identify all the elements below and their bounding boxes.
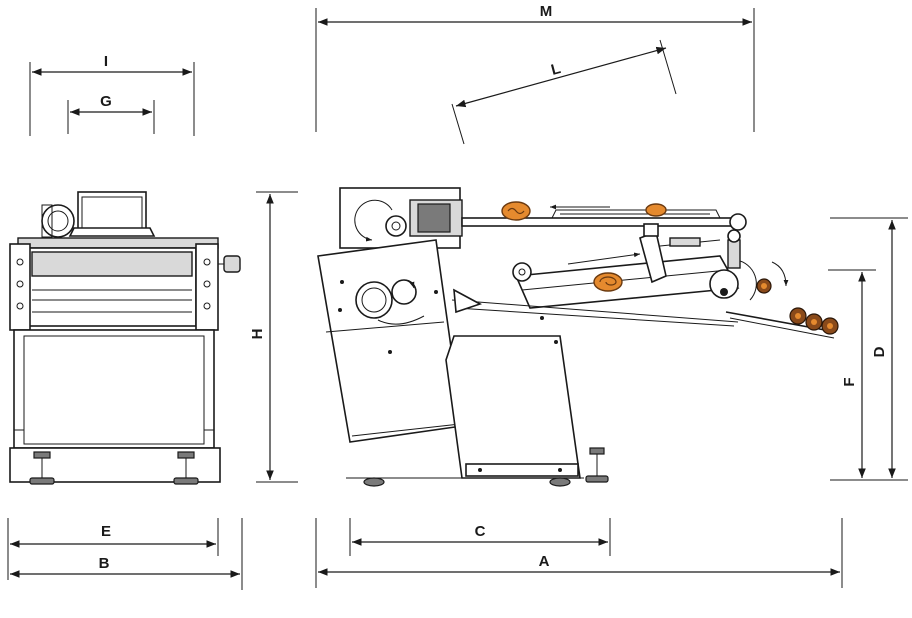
front-lower-body [13,329,215,449]
front-motor-drum [41,204,75,238]
side-main-body [317,239,463,443]
label-b: B [99,555,110,572]
side-adjustable-foot [585,447,609,483]
dimension-lines [7,8,908,590]
side-base-rail [465,463,579,477]
rotation-arrow-icon [354,199,393,242]
direction-arrow-icon [567,252,641,265]
dimension-labels: M L I G H D F E B C A [99,3,888,572]
front-adjust-knob [223,255,241,273]
label-a: A [539,553,550,570]
front-view [9,191,241,485]
label-i: I [104,53,108,70]
label-d: D [871,346,888,357]
top-conveyor [461,217,739,227]
side-sheeting-roller [355,281,393,319]
rolling-conveyor [514,255,740,309]
front-right-foot [173,451,199,485]
label-l: L [549,60,562,79]
dimension-line-l [455,46,667,108]
front-motor-housing [77,191,147,235]
front-left-foot [29,451,55,485]
label-c: C [475,523,486,540]
side-lower-frame [445,335,581,479]
rolled-dough-icon [593,272,623,292]
label-g: G [100,93,112,110]
label-f: F [841,377,858,386]
label-e: E [101,523,111,540]
side-view [317,187,839,487]
front-top-plate [17,237,219,249]
label-h: H [249,329,266,340]
label-m: M [540,3,553,20]
rotation-arrow-icon [771,261,789,287]
side-output-roller [709,269,739,299]
